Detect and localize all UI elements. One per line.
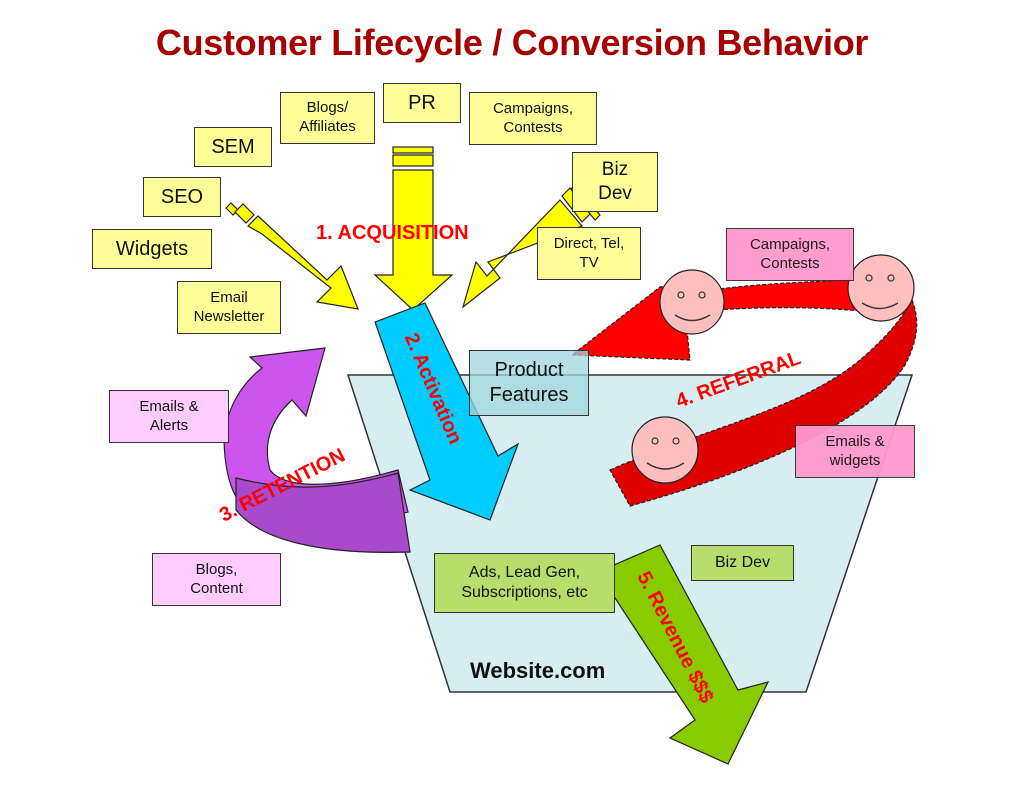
revenue-sources-box: Ads, Lead Gen, Subscriptions, etc xyxy=(434,553,615,613)
acquisition-arrow-center xyxy=(373,146,454,311)
activation-arrow xyxy=(374,302,520,521)
referral-face-1 xyxy=(659,269,725,335)
retention-emails-alerts: Emails & Alerts xyxy=(109,390,229,443)
source-direct-tel-tv: Direct, Tel, TV xyxy=(537,227,641,280)
referral-arrow-upper xyxy=(686,277,881,314)
website-name: Website.com xyxy=(470,658,606,683)
biz-dev-revenue-box: Biz Dev xyxy=(691,545,794,581)
source-widgets: Widgets xyxy=(92,229,212,269)
source-email-newsletter: Email Newsletter xyxy=(177,281,281,334)
referral-campaigns-contests: Campaigns, Contests xyxy=(726,228,854,281)
source-biz-dev: Biz Dev xyxy=(572,152,658,212)
source-blogs-affiliates: Blogs/ Affiliates xyxy=(280,92,375,144)
source-seo: SEO xyxy=(143,177,221,217)
product-features-box: Product Features xyxy=(469,350,589,416)
diagram-title: Customer Lifecycle / Conversion Behavior xyxy=(155,22,869,63)
retention-blogs-content: Blogs, Content xyxy=(152,553,281,606)
acquisition-arrow-left xyxy=(225,202,359,310)
revenue-arrow xyxy=(597,544,770,765)
stage-label-acquisition: 1. ACQUISITION xyxy=(316,222,469,244)
source-campaigns-contests: Campaigns, Contests xyxy=(469,92,597,145)
referral-emails-widgets: Emails & widgets xyxy=(795,425,915,478)
referral-face-3 xyxy=(631,416,699,484)
source-pr: PR xyxy=(383,83,461,123)
referral-face-2 xyxy=(847,254,915,322)
retention-arrow-lower-band xyxy=(235,472,411,553)
source-sem: SEM xyxy=(194,127,272,167)
